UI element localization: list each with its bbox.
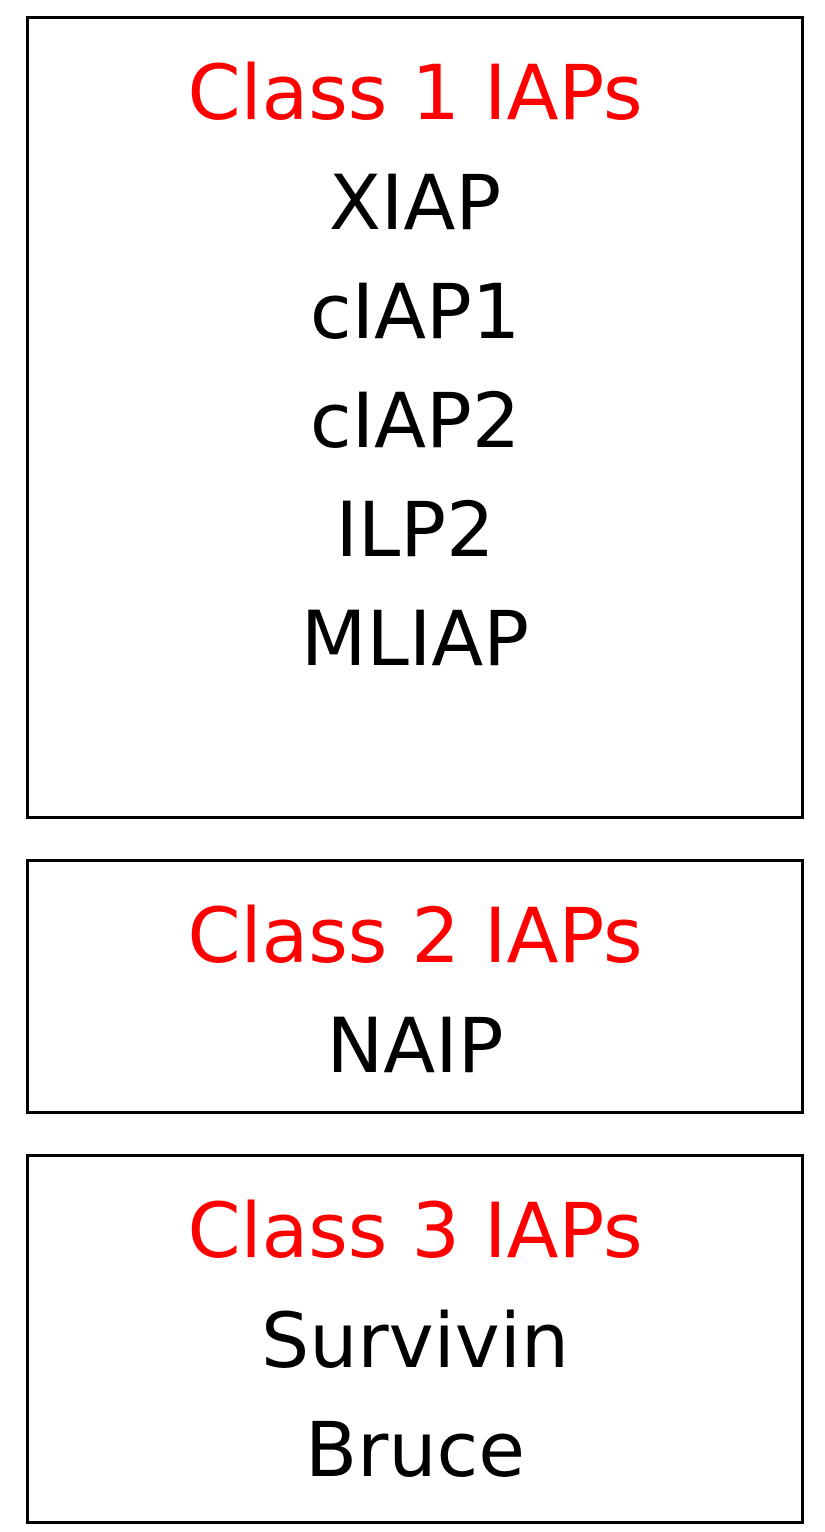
class-1-item-ilp2: ILP2 xyxy=(335,485,495,574)
class-1-item-xiap: XIAP xyxy=(328,158,502,247)
class-2-item-naip: NAIP xyxy=(326,1001,504,1090)
class-3-title: Class 3 IAPs xyxy=(187,1186,643,1275)
class-2-title: Class 2 IAPs xyxy=(187,891,643,980)
class-3-item-bruce: Bruce xyxy=(304,1405,526,1494)
class-1-item-ciap1: cIAP1 xyxy=(309,267,521,356)
class-1-item-ciap2: cIAP2 xyxy=(309,376,521,465)
class-1-box: Class 1 IAPs XIAP cIAP1 cIAP2 ILP2 MLIAP xyxy=(26,16,804,819)
class-1-title: Class 1 IAPs xyxy=(187,48,643,137)
class-3-box: Class 3 IAPs Survivin Bruce xyxy=(26,1154,804,1524)
class-3-item-survivin: Survivin xyxy=(260,1296,569,1385)
class-1-item-mliap: MLIAP xyxy=(300,594,530,683)
class-2-box: Class 2 IAPs NAIP xyxy=(26,859,804,1114)
